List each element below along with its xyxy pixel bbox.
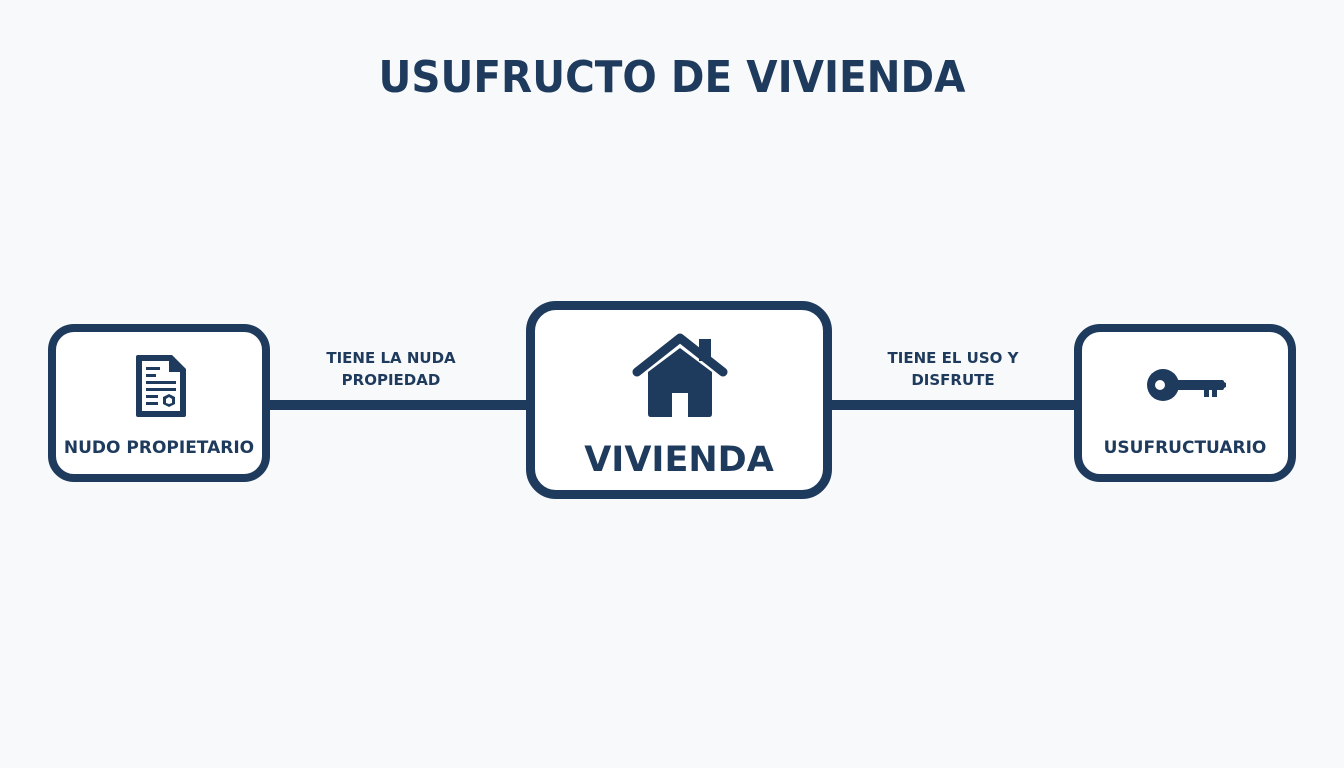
node-usufructuario: USUFRUCTUARIO	[1074, 324, 1296, 482]
connector-left	[268, 400, 530, 410]
edge-label-line: TIENE LA NUDA	[326, 349, 456, 367]
edge-label-line: DISFRUTE	[911, 371, 995, 389]
edge-label-uso-disfrute: TIENE EL USO Y DISFRUTE	[853, 347, 1053, 391]
key-icon	[1147, 369, 1226, 401]
node-nudo-propietario: NUDO PROPIETARIO	[48, 324, 270, 482]
document-certificate-icon	[136, 355, 186, 417]
node-vivienda: VIVIENDA	[526, 301, 832, 499]
connector-right	[830, 400, 1076, 410]
node-label: USUFRUCTUARIO	[1103, 438, 1267, 458]
page-title: USUFRUCTO DE VIVIENDA	[378, 52, 966, 103]
house-icon	[632, 333, 728, 417]
edge-label-line: TIENE EL USO Y	[887, 349, 1019, 367]
node-label: VIVIENDA	[584, 440, 774, 480]
edge-label-nuda-propiedad: TIENE LA NUDA PROPIEDAD	[291, 347, 491, 391]
node-label: NUDO PROPIETARIO	[63, 438, 255, 458]
edge-label-line: PROPIEDAD	[341, 371, 441, 389]
